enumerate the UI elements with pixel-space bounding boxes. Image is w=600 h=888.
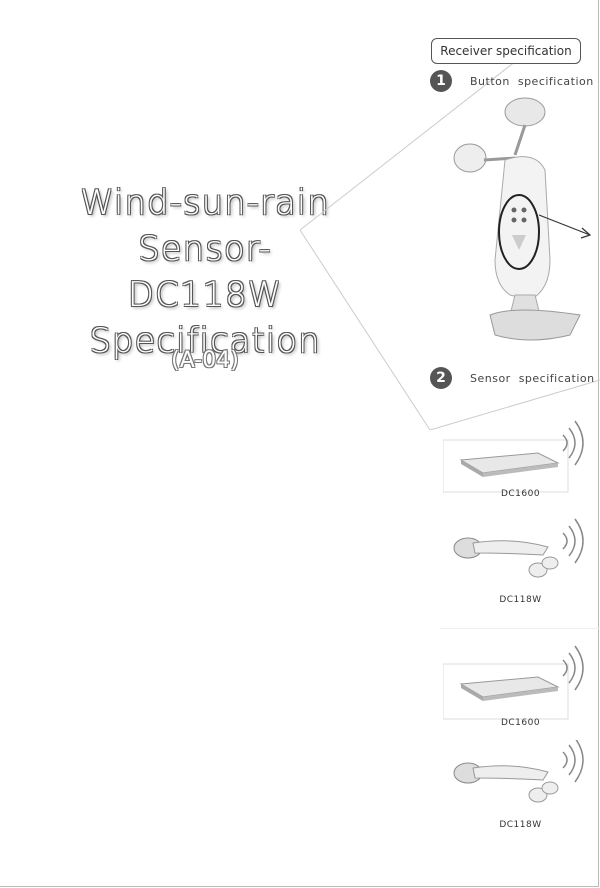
- step-number-2: 2: [430, 367, 452, 389]
- title-line-1: Wind-sun-rain Sensor-: [80, 183, 330, 269]
- title-line-3: Specification: [89, 321, 321, 361]
- dc118w-sensor-image: [453, 518, 584, 578]
- step-number-1: 1: [430, 70, 452, 92]
- step-label-1: Button specification: [470, 74, 594, 88]
- step-sensor-spec: 2 Sensor specification: [430, 367, 595, 389]
- receiver-spec-heading: Receiver specification: [431, 38, 581, 64]
- sensor-dc118w-card: DC118W: [443, 737, 598, 832]
- sensor-caption: DC1600: [500, 718, 541, 728]
- step-button-spec: 1 Button specification: [430, 70, 594, 92]
- title-line-2: DC118W: [127, 275, 283, 315]
- section-divider: [440, 628, 600, 629]
- step-label-2: Sensor specification: [470, 371, 595, 385]
- sensor-dc118w-card: DC118W: [443, 515, 598, 610]
- sensor-dc1600-card: DC1600: [442, 415, 598, 505]
- wireless-signal-icon: [562, 751, 568, 769]
- dc1600-sensor-image: [442, 645, 584, 720]
- sensor-caption: DC118W: [499, 820, 542, 830]
- document-code: (A-04): [171, 348, 239, 373]
- sensor-caption: DC118W: [499, 595, 542, 605]
- receiver-diagram: [300, 50, 600, 430]
- sensor-caption: DC1600: [500, 489, 541, 499]
- sensor-dc1600-card: DC1600: [442, 642, 598, 734]
- document-title: Wind-sun-rain Sensor- DC118W Specificati…: [20, 180, 390, 364]
- dc1600-sensor-image: [442, 420, 584, 493]
- wireless-signal-icon: [562, 659, 568, 677]
- wireless-signal-icon: [562, 434, 568, 452]
- wireless-signal-icon: [562, 532, 568, 550]
- dc118w-sensor-image: [453, 737, 584, 803]
